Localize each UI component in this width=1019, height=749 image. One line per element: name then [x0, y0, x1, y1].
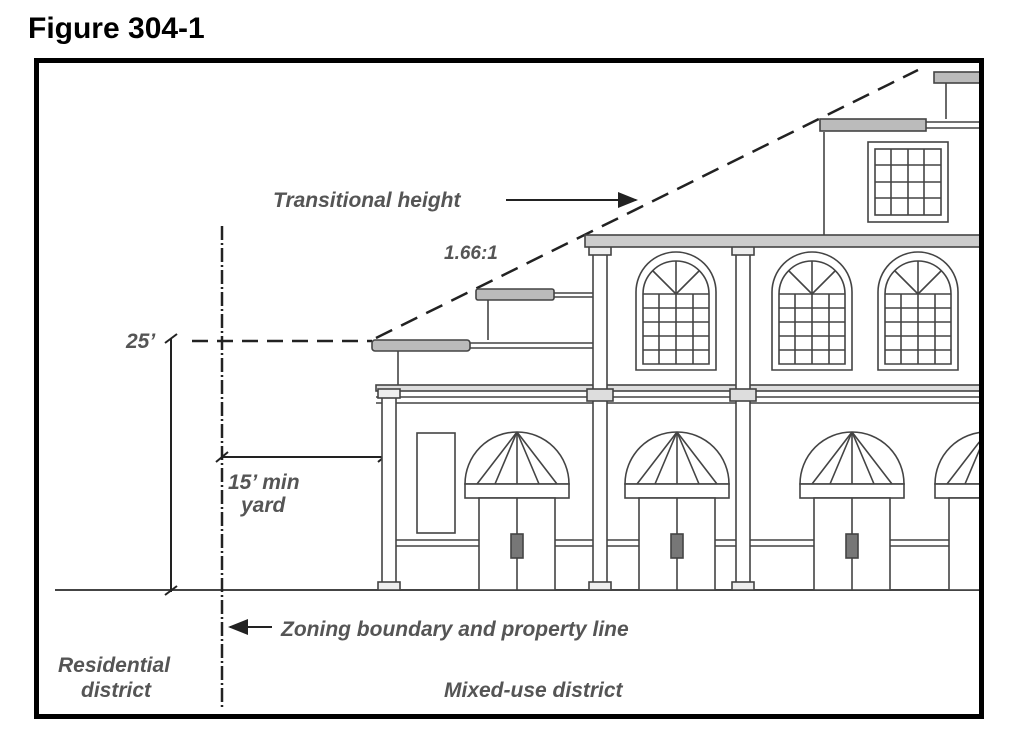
transitional-height-slope [375, 68, 919, 340]
zoning-boundary-label: Zoning boundary and property line [280, 618, 629, 641]
yard-label-line2: yard [240, 494, 287, 517]
transitional-height-label: Transitional height [273, 189, 461, 212]
arched-windows [635, 251, 959, 371]
diagram-frame [34, 58, 984, 719]
yard-label-line1: 15’ min [228, 471, 300, 494]
figure-title: Figure 304-1 [28, 12, 205, 45]
mixed-use-district-label: Mixed-use district [444, 679, 624, 702]
height-25-label: 25’ [125, 330, 156, 353]
residential-district-label-line2: district [81, 679, 152, 702]
slope-ratio-label: 1.66:1 [444, 243, 498, 264]
residential-district-label-line1: Residential [58, 654, 171, 677]
storefront-doors [464, 431, 979, 591]
